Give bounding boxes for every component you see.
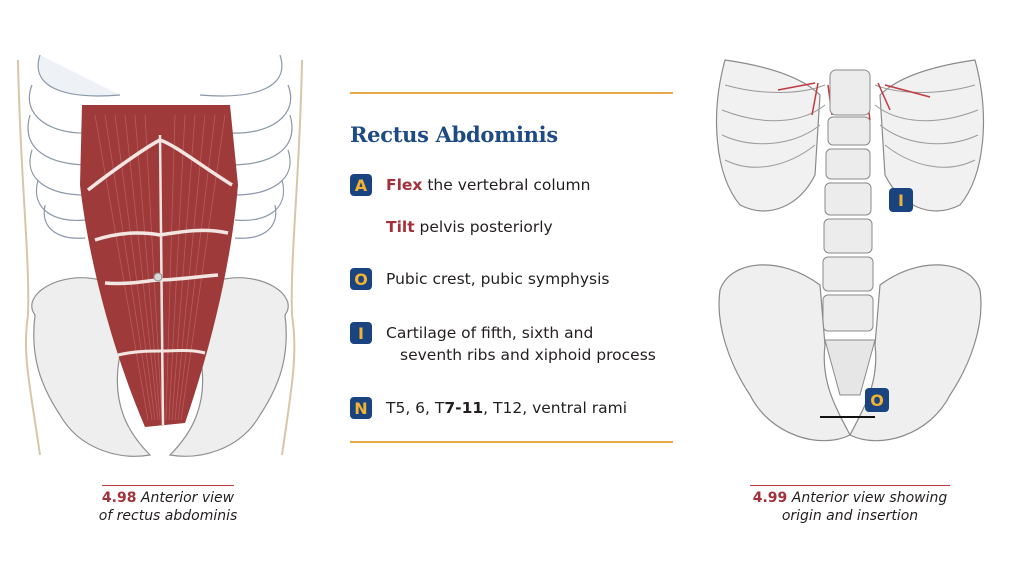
caption-left: 4.98 Anterior view of rectus abdominis bbox=[88, 485, 248, 525]
figure-insertion-badge: I bbox=[889, 188, 913, 212]
action-line-2: Tilt pelvis posteriorly bbox=[386, 216, 553, 238]
action-row-2: Tilt pelvis posteriorly bbox=[386, 216, 553, 238]
caption-right-text-1: Anterior view showing bbox=[787, 490, 948, 506]
action-row: A Flex the vertebral column bbox=[350, 174, 590, 196]
origin-badge: O bbox=[350, 268, 372, 290]
figure-number-right: 4.99 bbox=[752, 490, 788, 506]
insertion-line-1: Cartilage of fifth, sixth and bbox=[386, 324, 594, 342]
innervation-post: , T12, ventral rami bbox=[483, 399, 628, 417]
insertion-row: I Cartilage of fifth, sixth and seventh … bbox=[350, 322, 656, 366]
innervation-pre: T5, 6, T bbox=[386, 399, 445, 417]
caption-right-line-1: 4.99 Anterior view showing bbox=[740, 489, 960, 507]
figure-origin-badge: O bbox=[865, 388, 889, 412]
caption-right-rule bbox=[750, 485, 950, 486]
figure-number-left: 4.98 bbox=[101, 490, 137, 506]
muscle-title: Rectus Abdominis bbox=[350, 122, 558, 147]
rectus-abdominis-illustration bbox=[0, 54, 320, 475]
bottom-divider bbox=[350, 441, 673, 443]
insertion-badge: I bbox=[350, 322, 372, 344]
caption-left-rule bbox=[102, 485, 234, 486]
insertion-line-2: seventh ribs and xiphoid process bbox=[400, 346, 656, 364]
innervation-bold: 7-11 bbox=[444, 399, 484, 417]
action-text-tilt: pelvis posteriorly bbox=[414, 218, 553, 236]
insertion-text: Cartilage of fifth, sixth and seventh ri… bbox=[386, 322, 656, 366]
action-line-1: Flex the vertebral column bbox=[386, 174, 590, 196]
caption-left-text-1: Anterior view bbox=[136, 490, 235, 506]
innervation-badge: N bbox=[350, 397, 372, 419]
origin-row: O Pubic crest, pubic symphysis bbox=[350, 268, 610, 290]
action-keyword-flex: Flex bbox=[386, 176, 423, 194]
action-keyword-tilt: Tilt bbox=[386, 218, 415, 236]
caption-left-line-2: of rectus abdominis bbox=[98, 508, 238, 524]
caption-left-line-1: 4.98 Anterior view bbox=[88, 489, 248, 507]
origin-text: Pubic crest, pubic symphysis bbox=[386, 270, 610, 288]
action-text-flex: the vertebral column bbox=[422, 176, 591, 194]
innervation-text: T5, 6, T7-11, T12, ventral rami bbox=[386, 397, 627, 419]
caption-right-line-2: origin and insertion bbox=[781, 508, 919, 524]
top-divider bbox=[350, 92, 673, 94]
skeleton-origin-insertion-illustration bbox=[700, 55, 1000, 465]
muscle-info-panel: Rectus Abdominis bbox=[350, 92, 673, 147]
innervation-row: N T5, 6, T7-11, T12, ventral rami bbox=[350, 397, 627, 419]
caption-right: 4.99 Anterior view showing origin and in… bbox=[740, 485, 960, 525]
action-badge: A bbox=[350, 174, 372, 196]
